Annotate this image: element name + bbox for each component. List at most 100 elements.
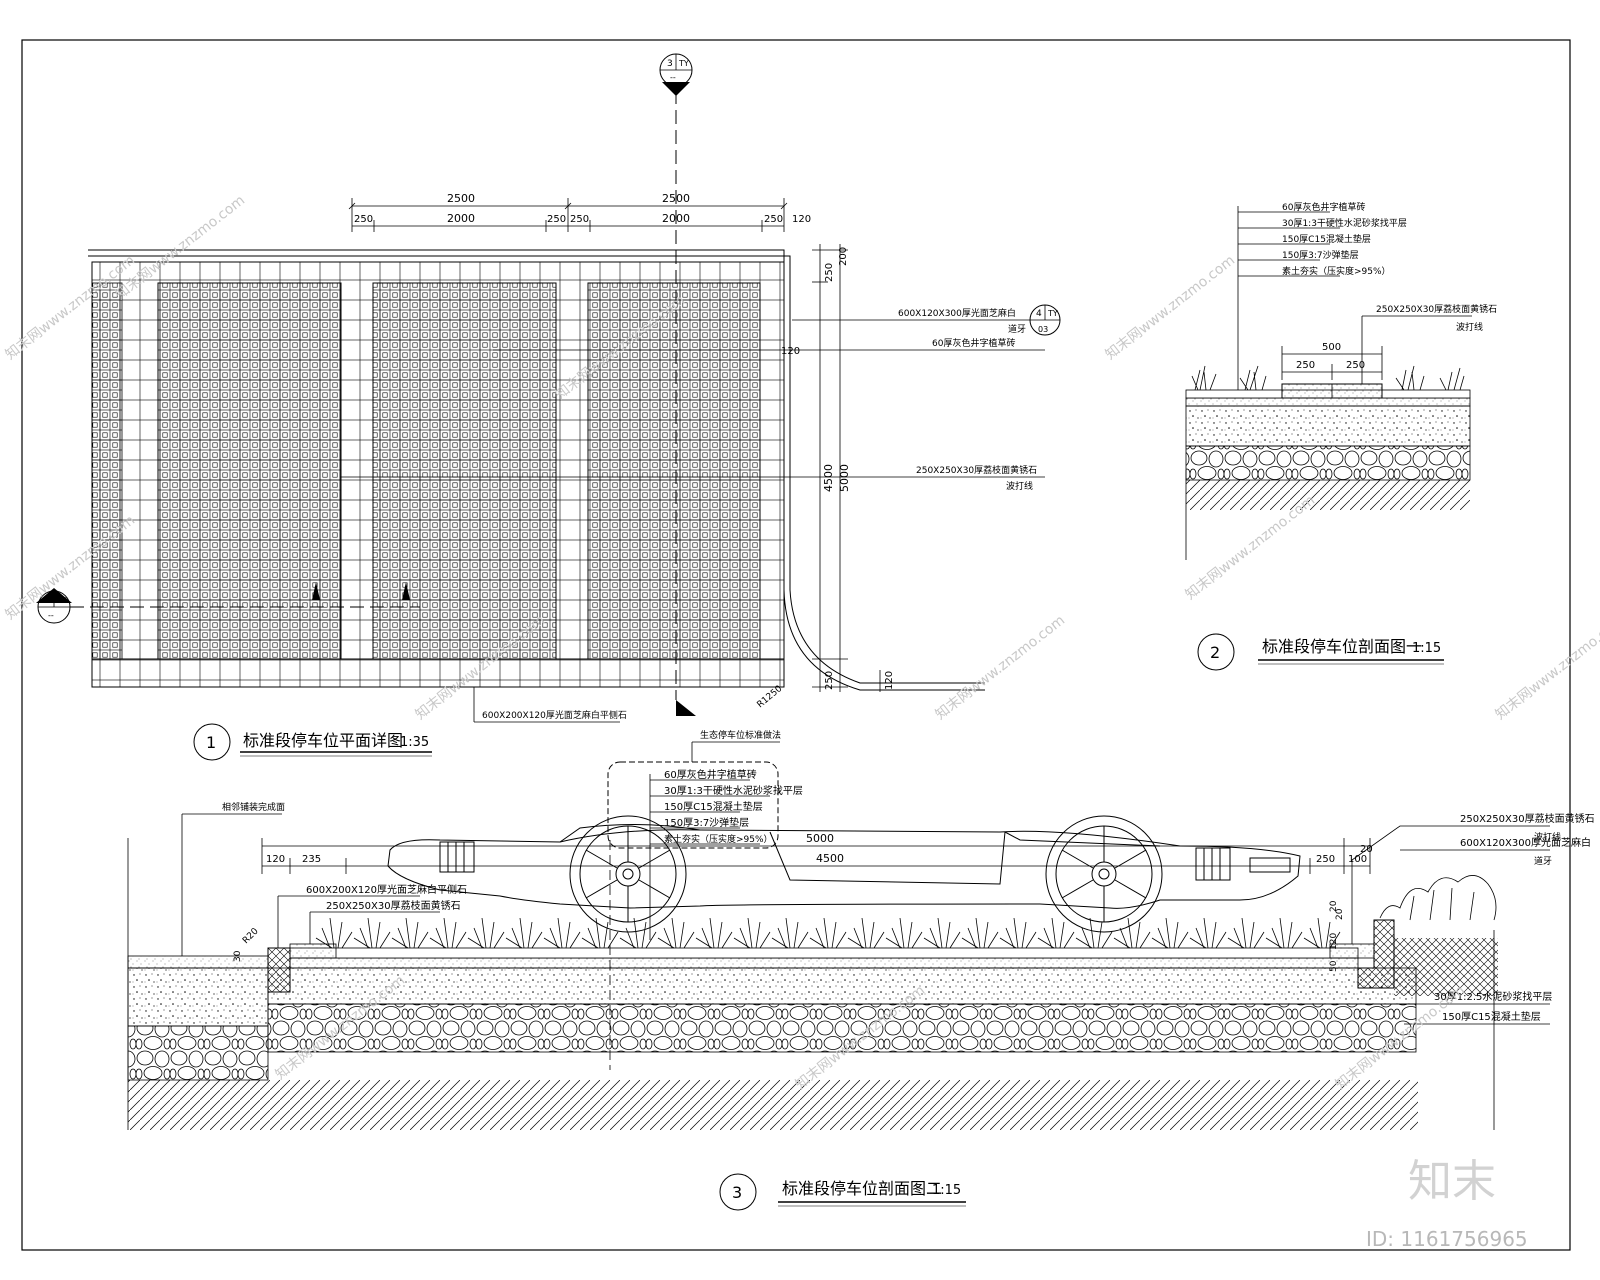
section1-layer-gravel (1185, 445, 1471, 481)
grass-tuft (1151, 917, 1189, 949)
section2-layer-label-1: 60厚灰色井字植草砖 (664, 768, 757, 781)
grass-tuft (695, 917, 733, 949)
section2-left-label: 相邻铺装完成面 (222, 801, 285, 813)
plan-dim-sub-5: 2000 (662, 212, 690, 225)
section2-layer-concrete-left (127, 967, 269, 1027)
section2-dim-vert-3: 50 (1329, 960, 1339, 972)
section2-dim-right-1: 250 (1316, 854, 1335, 865)
plan-dim-right-3: 4500 (822, 464, 835, 492)
svg-text:4: 4 (1036, 309, 1042, 319)
svg-text:TY: TY (56, 596, 67, 605)
grass-tuft (999, 917, 1037, 949)
grass-tuft (1037, 917, 1075, 949)
watermark-brand: 知末 (1408, 1156, 1496, 1207)
section2-number-circle (719, 1173, 757, 1211)
section2-layer-mortar (289, 957, 1359, 969)
section2-right-soil (1394, 938, 1498, 996)
section2-dim-vert-2: 120 (1329, 933, 1339, 950)
section1-layer-label-5: 素土夯实（压实度>95%） (1282, 265, 1391, 277)
grass-tuft (885, 917, 923, 949)
section1-number: 2 (1210, 643, 1220, 662)
plan-grass-bay-3 (587, 282, 761, 660)
section2-dim-right-2: 100 (1348, 854, 1367, 865)
section2-group-title: 生态停车位标准做法 (700, 729, 781, 741)
svg-text:TY: TY (678, 59, 689, 68)
plan-radius-curve (783, 589, 985, 691)
grass-tuft (923, 917, 961, 949)
plan-dim-right-4: 5000 (838, 464, 851, 492)
plan-number: 1 (206, 733, 216, 752)
section2-layer-brick (289, 947, 1359, 959)
section2-dim-vert-4: 20 (1329, 900, 1339, 912)
plan-dim-sub-6: 250 (764, 214, 783, 225)
section2-layer-gravel-left (127, 1025, 269, 1081)
section2-right-curb-label: 600X120X300厚光面芝麻白 (1460, 836, 1591, 849)
section1-layer-label-1: 60厚灰色井字植草砖 (1282, 201, 1365, 213)
plan-grass-bay-2 (372, 282, 557, 660)
section2-right-mortar-label: 30厚1:2.5水泥砂浆找平层 (1434, 990, 1552, 1003)
grass-tuft (1113, 917, 1151, 949)
sheet-frame (21, 39, 1571, 1251)
section1-layer-concrete (1185, 405, 1471, 447)
section1-layer-label-2: 30厚1:3干硬性水泥砂浆找平层 (1282, 217, 1407, 229)
watermark-id: ID: 1161756965 (1366, 1227, 1528, 1251)
svg-text:2: 2 (45, 596, 51, 606)
svg-text:--: -- (48, 611, 54, 620)
grass-tuft (733, 917, 771, 949)
section2-right-concrete-label: 150厚C15混凝土垫层 (1442, 1010, 1541, 1023)
section1-title: 标准段停车位剖面图一 (1262, 637, 1422, 656)
section2-dim-vert-1: 20 (1335, 908, 1345, 920)
grass-tuft (467, 917, 505, 949)
section2-layer-label-5: 素土夯实（压实度>95%） (664, 833, 773, 845)
section2-layer-concrete (267, 967, 1417, 1005)
plan-label-stone-tile: 250X250X30厚荔枝面黄锈石 (916, 464, 1037, 476)
plan-dim-right-6: 120 (884, 671, 895, 690)
plan-tag-left: 2 TY -- (36, 588, 72, 624)
plan-dim-right-1: 250 (824, 263, 835, 282)
svg-text:03: 03 (1038, 325, 1048, 334)
plan-tag-top: 3 TY -- (659, 53, 693, 96)
plan-grass-edge (91, 282, 123, 660)
svg-text:TY: TY (1047, 309, 1058, 318)
grass-tuft (1303, 917, 1341, 949)
section2-dim-vert-5: 30 (233, 950, 243, 962)
section1-layer-label-3: 150厚C15混凝土垫层 (1282, 233, 1371, 245)
plan-label-curb-top: 600X120X300厚光面芝麻白 (898, 307, 1016, 319)
grass-tuft (619, 917, 657, 949)
watermark-12: 知末网www.znzmo.com (1492, 612, 1600, 724)
plan-scale: 1:35 (400, 735, 429, 750)
plan-dim-right-2: 200 (838, 247, 849, 266)
grass-tuft (1227, 917, 1265, 949)
section2-layer-gravel (267, 1003, 1417, 1053)
plan-dim-sub-7: 120 (792, 214, 811, 225)
grass-tuft (809, 917, 847, 949)
section1-dim-3: 250 (1346, 360, 1365, 371)
grass-tuft (771, 917, 809, 949)
section1-scale: 1:15 (1412, 641, 1441, 656)
section1-tile-sub: 波打线 (1456, 321, 1483, 333)
grass-tuft (391, 917, 429, 949)
plan-dim-sub-2: 2000 (447, 212, 475, 225)
plan-grass-bay-1 (157, 282, 342, 660)
grass-tuft (353, 917, 391, 949)
plan-dim-sub-4: 250 (570, 214, 589, 225)
plan-dim-sub-1: 250 (354, 214, 373, 225)
grass-tuft (581, 917, 619, 949)
car-wheel-rear (1045, 815, 1163, 933)
plan-label-stone-tile-sub: 波打线 (1006, 480, 1033, 492)
watermark-4: 知末网www.znzmo.com (1102, 252, 1238, 364)
grass-tuft (429, 917, 467, 949)
plan-tag-right: 4 TY 03 (1029, 304, 1061, 336)
section2-dim-bay: 4500 (816, 852, 844, 865)
section2-left-paving (127, 955, 269, 969)
svg-text:3: 3 (667, 59, 673, 69)
section2-title: 标准段停车位剖面图二 (782, 1179, 942, 1198)
section2-right-curb (1357, 919, 1395, 989)
plan-label-bottom-curb: 600X200X120厚光面芝麻白平侧石 (482, 709, 627, 721)
plan-label-grass-brick: 60厚灰色井字植草砖 (932, 337, 1015, 349)
section2-number: 3 (732, 1183, 742, 1202)
section2-dim-left-2: 235 (302, 854, 321, 865)
section1-layer-soil (1186, 480, 1470, 510)
section2-dim-total: 5000 (806, 832, 834, 845)
